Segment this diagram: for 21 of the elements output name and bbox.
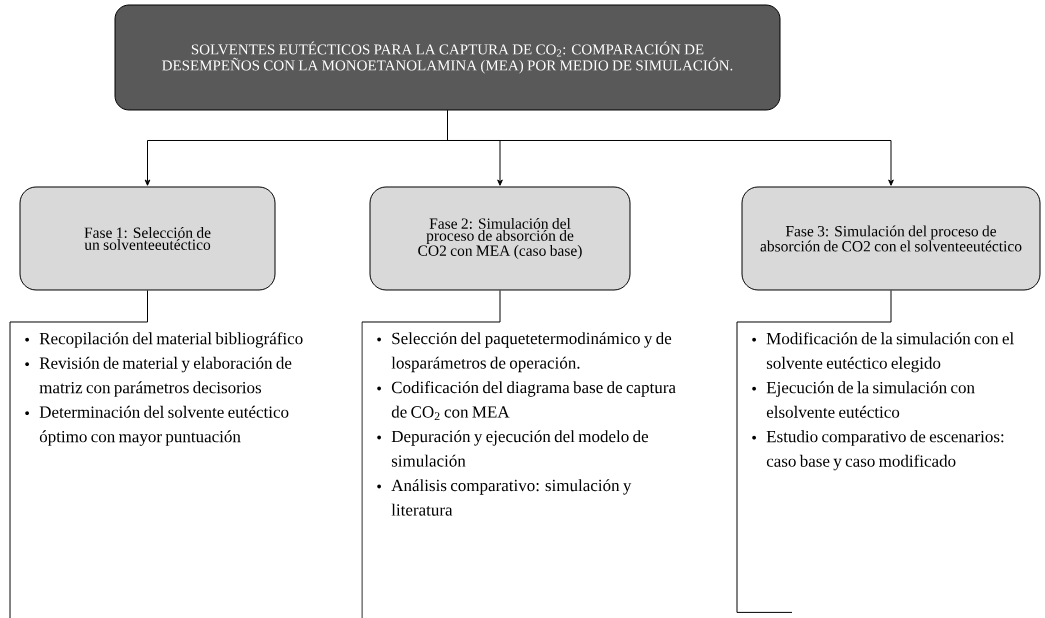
connector <box>736 290 892 323</box>
list-item: Ejecución de la simulación con elsolvente eutéctico <box>766 381 975 418</box>
title-box: SOLVENTES EUTÉCTICOS PARA LA CAPTURA DE CO$_{2}$: COMPARACIÓN DE DESEMPEÑOS CON LA MONOETANOLAMINA (MEA) POR MEDIO DE SIMULACIÓN. <box>114 4 781 111</box>
list-item: Depuración y ejecución del modelo de simulación <box>391 430 649 467</box>
list-item: Estudio comparativo de escenarios: caso base y caso modificado <box>766 430 1004 471</box>
bracket-list <box>361 321 676 618</box>
phase-box: Fase 1: Selección de un solventeeutéctico <box>19 186 276 291</box>
bracket-list <box>9 321 303 618</box>
connector <box>361 290 501 323</box>
list-item: Revisión de material y elaboración de matriz con parámetros decisorios <box>39 356 292 397</box>
connector <box>447 110 894 186</box>
list-item: Determinación del solvente eutéctico óptimo con mayor puntuación <box>39 405 289 446</box>
list-item: Selección del paquetetermodinámico y de losparámetros de operación. <box>391 332 672 373</box>
phase-box: Fase 3: Simulación del proceso de absorción de CO2 con el solventeeutéctico <box>741 186 1041 291</box>
list-item: Recopilación del material bibliográfico <box>39 332 303 348</box>
list-item: Codificación del diagrama base de captura de CO$_{2}$ con MEA <box>391 381 676 421</box>
phase-box: Fase 2: Simulación del proceso de absorción de CO2 con MEA (caso base) <box>369 186 631 291</box>
list-item: Modificación de la simulación con el solvente eutéctico elegido <box>766 332 1014 373</box>
bracket-list <box>736 321 1014 613</box>
connector <box>9 290 148 323</box>
list-item: Análisis comparativo: simulación y literatura <box>391 479 632 516</box>
